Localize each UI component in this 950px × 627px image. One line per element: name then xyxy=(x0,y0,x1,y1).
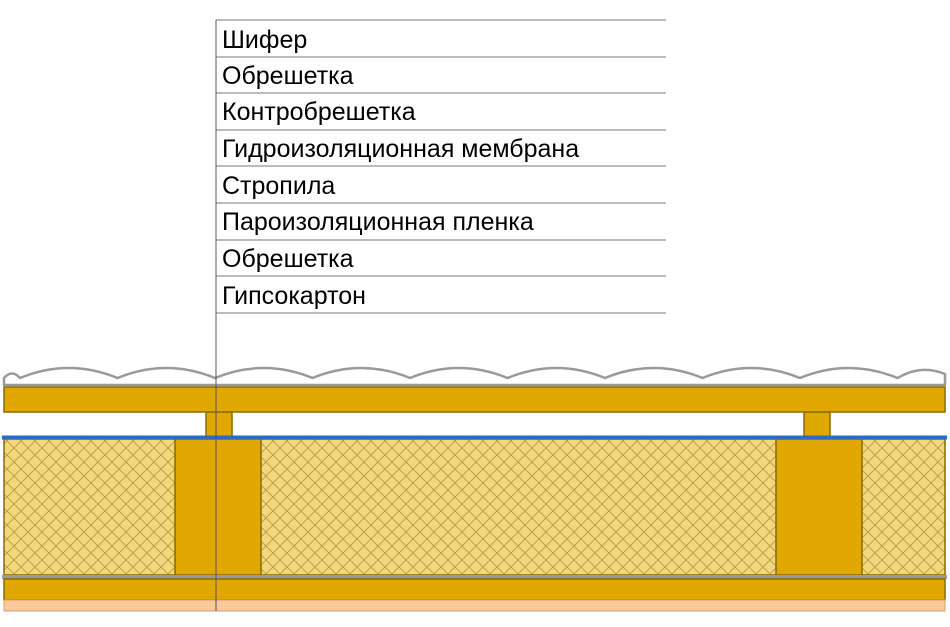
legend-row: Обрешетка xyxy=(216,245,666,277)
legend-label-rafters: Стропила xyxy=(222,172,335,200)
legend-label-battens: Обрешетка xyxy=(222,62,354,90)
legend-row: Гипсокартон xyxy=(216,282,666,314)
legend-row: Обрешетка xyxy=(216,62,666,94)
counter-batten xyxy=(803,411,831,438)
legend-row: Контробрешетка xyxy=(216,98,666,131)
legend-label-inner-battens: Обрешетка xyxy=(222,245,354,273)
rafter xyxy=(775,438,863,576)
legend-row: Шифер xyxy=(216,26,666,58)
legend-row: Пароизоляционная пленка xyxy=(216,208,666,241)
slate-sheet xyxy=(2,366,947,387)
roof-cross-section xyxy=(2,366,947,612)
batten-inner xyxy=(3,578,946,601)
legend-label-waterproof-membrane: Гидроизоляционная мембрана xyxy=(222,135,579,163)
legend-label-counter-battens: Контробрешетка xyxy=(222,98,416,126)
legend-label-vapor-barrier: Пароизоляционная пленка xyxy=(222,208,534,236)
legend-row: Гидроизоляционная мембрана xyxy=(216,135,666,167)
legend-row: Стропила xyxy=(216,172,666,204)
legend-label-slate: Шифер xyxy=(222,26,307,54)
counter-batten xyxy=(205,411,233,438)
rafter xyxy=(174,438,262,576)
drywall-layer xyxy=(3,599,946,612)
layer-legend: Шифер Обрешетка Контробрешетка Гидроизол… xyxy=(216,19,666,314)
batten-upper xyxy=(3,386,946,413)
legend-label-drywall: Гипсокартон xyxy=(222,282,366,310)
